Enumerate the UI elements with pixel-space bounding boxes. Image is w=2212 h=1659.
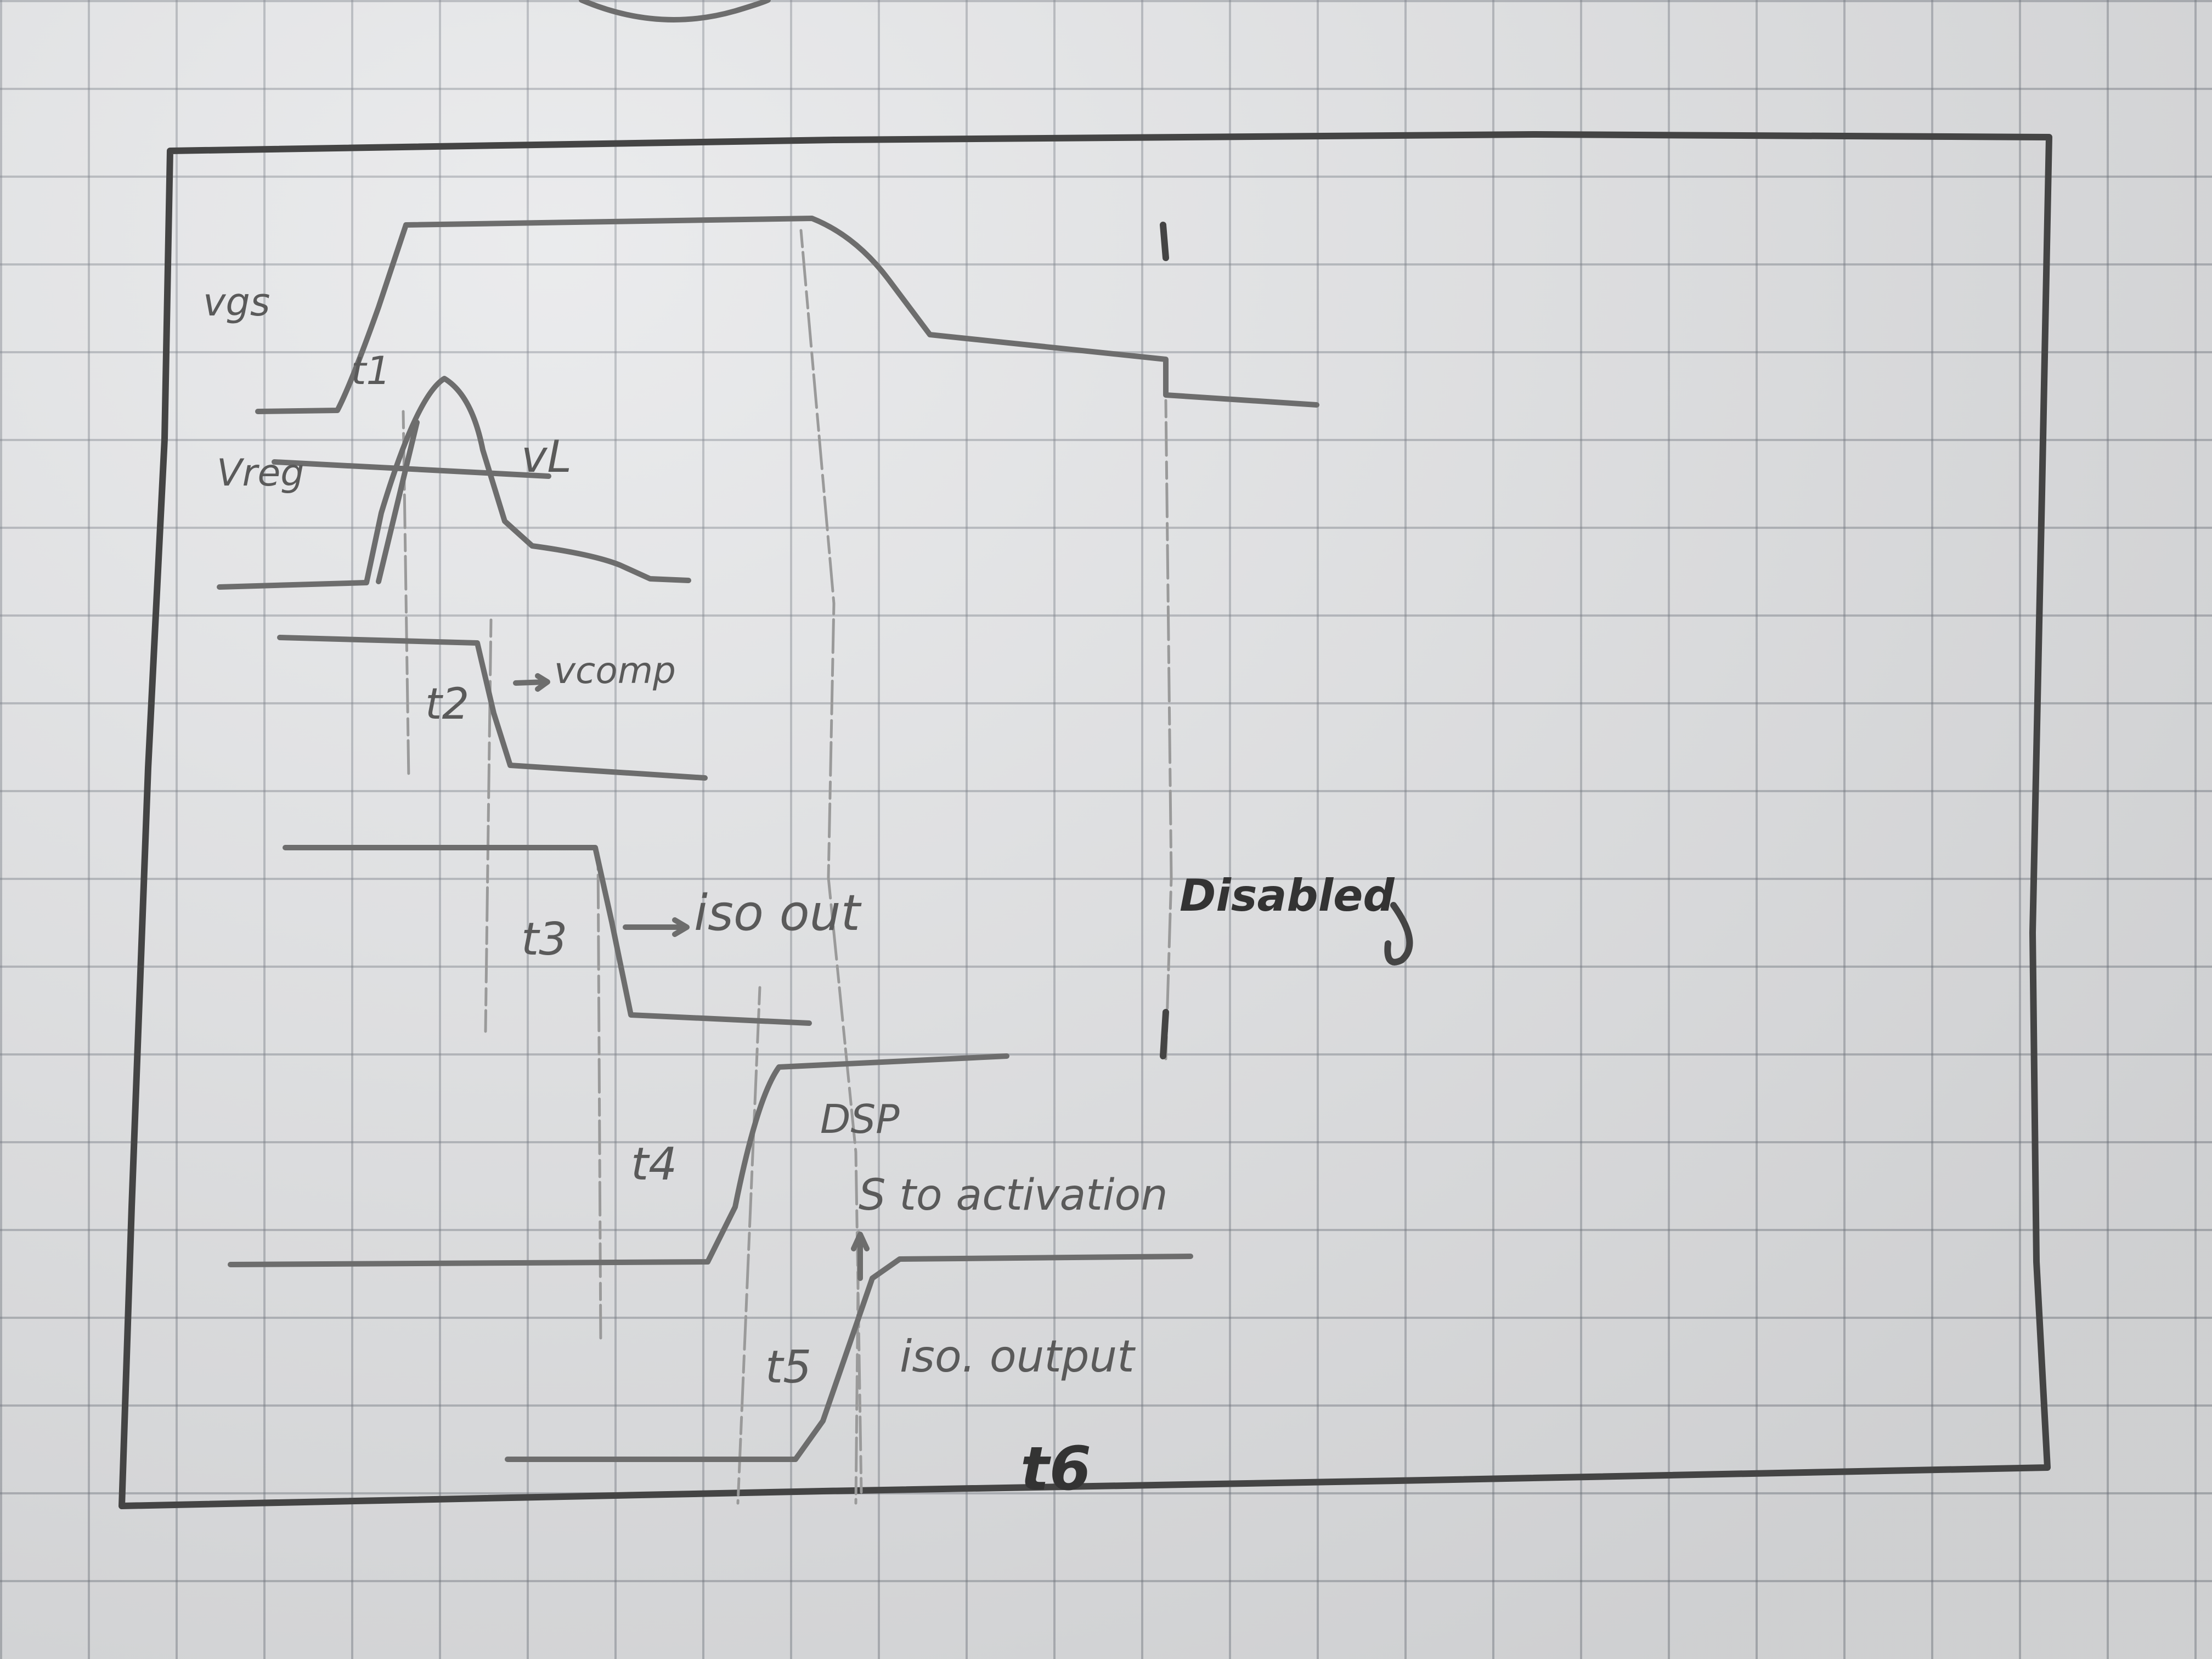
label-vreg: Vreg xyxy=(217,452,304,495)
label-t5: t5 xyxy=(765,1341,811,1393)
label-dsp: DSP xyxy=(820,1096,900,1142)
disabled-marker-bottom xyxy=(1160,1009,1169,1059)
vgs-waveform xyxy=(255,216,1319,414)
vcomp-waveform xyxy=(277,635,708,781)
guide-line-t4 xyxy=(736,986,761,1505)
iso-out-arrow xyxy=(623,917,690,937)
label-vcomp: vcomp xyxy=(554,650,676,692)
label-t1: t1 xyxy=(351,348,391,393)
guide-line-t3 xyxy=(596,851,602,1346)
vcomp-arrow xyxy=(513,673,550,692)
disabled-hook xyxy=(1384,902,1413,966)
label-dsp-activation: S to activation xyxy=(859,1171,1168,1220)
dsp-waveform xyxy=(228,1053,1009,1267)
vl-threshold-line xyxy=(272,459,551,479)
vreg-rise-stroke-2 xyxy=(376,420,420,584)
label-iso-out: iso out xyxy=(694,884,862,942)
label-disabled: Disabled xyxy=(1180,870,1395,921)
guide-line-main xyxy=(799,229,863,1494)
vreg-waveform xyxy=(217,376,691,590)
disabled-guide xyxy=(1164,399,1173,1060)
iso-output-arrow xyxy=(851,1232,870,1281)
label-t3: t3 xyxy=(521,913,567,966)
outer-frame xyxy=(119,131,2052,1509)
iso-output-waveform xyxy=(505,1254,1193,1462)
label-t2: t2 xyxy=(425,680,469,729)
label-t4: t4 xyxy=(631,1138,677,1190)
label-vgs: vgs xyxy=(203,280,270,325)
top-circle-fragment xyxy=(579,0,771,22)
disabled-marker-top xyxy=(1160,222,1169,261)
iso-out-waveform xyxy=(283,845,812,1026)
label-iso-output: iso. output xyxy=(900,1331,1136,1382)
label-vl: vL xyxy=(521,431,572,482)
label-t6: t6 xyxy=(1020,1434,1091,1504)
